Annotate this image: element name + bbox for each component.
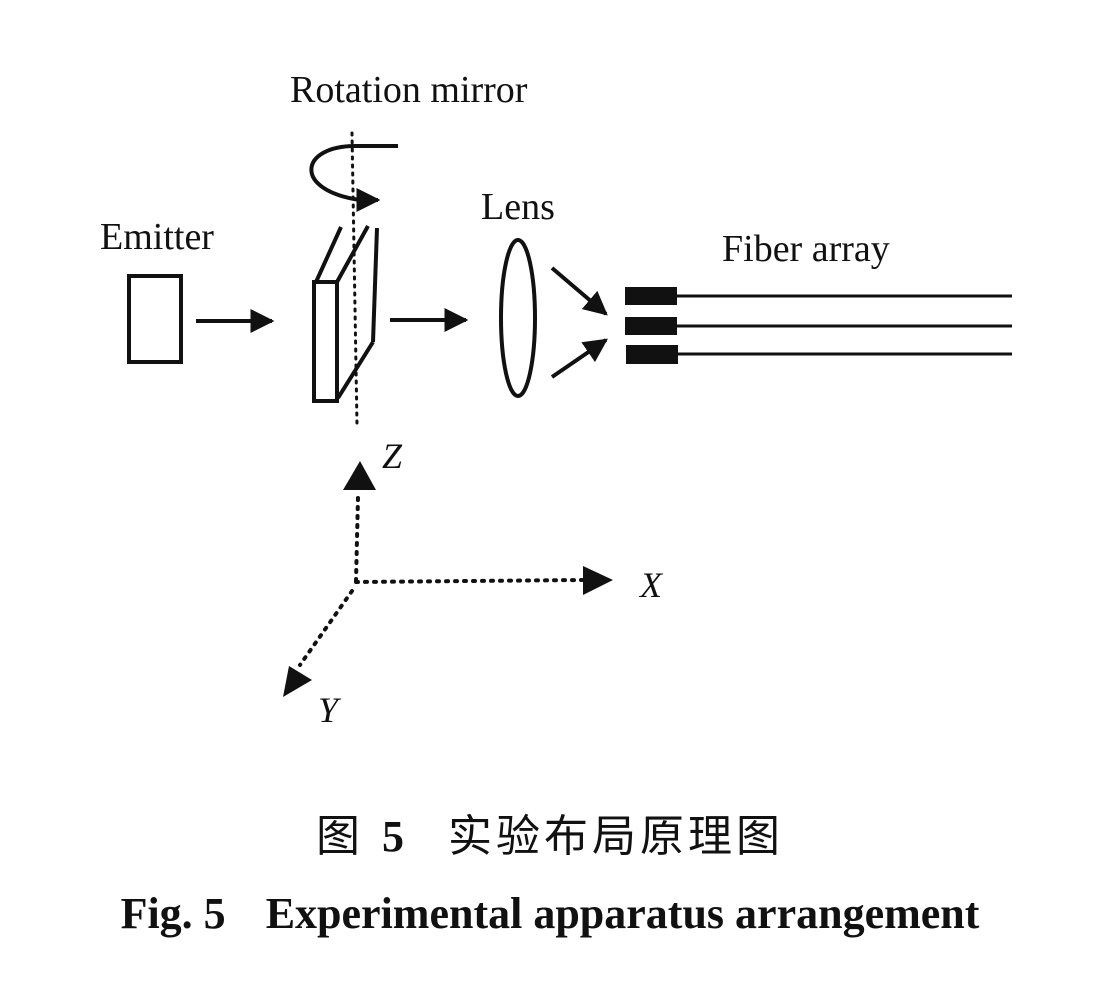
x-axis [354, 578, 584, 584]
y-axis-arrowhead [283, 666, 312, 697]
coordinate-axes: Z X Y [283, 436, 664, 730]
rotation-mirror-label: Rotation mirror [290, 69, 528, 111]
lens-label: Lens [481, 186, 555, 228]
z-axis [354, 495, 360, 583]
caption-cn-number: 5 [382, 812, 408, 861]
emitter-box [127, 274, 183, 364]
fiber-2 [625, 317, 1012, 335]
rotation-axis [350, 131, 359, 427]
fiber-1 [625, 287, 1012, 305]
z-axis-label: Z [382, 436, 403, 476]
y-axis-label: Y [318, 690, 342, 730]
emitter-label: Emitter [100, 216, 214, 258]
rotation-mirror [312, 225, 379, 403]
caption-cn-title: 实验布局原理图 [448, 811, 784, 862]
caption-en-title: Experimental apparatus arrangement [265, 889, 980, 938]
fiber-array-label: Fiber array [722, 228, 890, 270]
focus-arrow-upper [550, 266, 608, 316]
focus-arrow-lower [550, 338, 608, 379]
caption-english: Fig. 5 Experimental apparatus arrangement [0, 888, 1100, 939]
x-axis-arrowhead [583, 566, 613, 595]
fiber-3 [626, 345, 1012, 364]
fiber-array [625, 287, 1012, 364]
lens [499, 238, 537, 398]
caption-en-prefix: Fig. 5 [120, 889, 226, 938]
caption-chinese: 图 5 实验布局原理图 [0, 800, 1100, 864]
x-axis-label: X [638, 565, 664, 605]
caption-cn-prefix: 图 [316, 811, 364, 862]
rotation-arrow-icon [309, 144, 398, 212]
z-axis-arrowhead [343, 461, 376, 490]
y-axis [298, 589, 354, 667]
